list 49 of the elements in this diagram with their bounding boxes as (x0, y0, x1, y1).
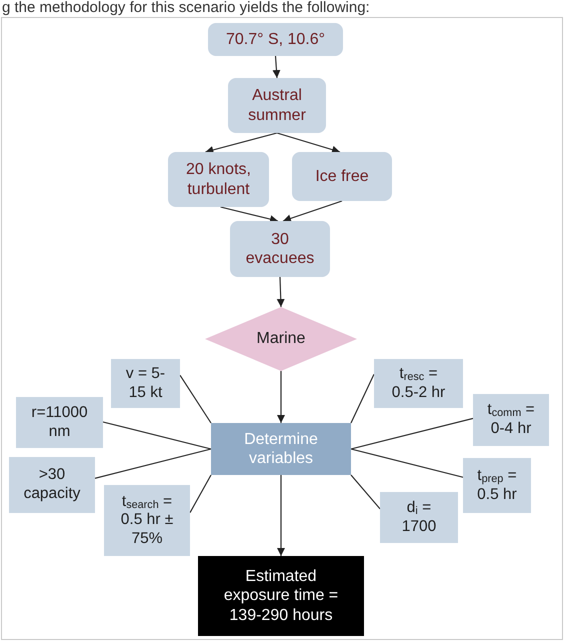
result-box (198, 556, 364, 636)
node-label: d$_{i}$ = 1700 (401, 498, 437, 536)
process-box (230, 221, 330, 277)
process-box (292, 152, 392, 201)
connector-line (190, 474, 212, 513)
process-box (228, 78, 326, 133)
node-label: Marine (256, 329, 306, 349)
process-box (211, 423, 351, 475)
process-box (168, 152, 269, 207)
node-label: Ice free (314, 166, 370, 186)
arrow (277, 475, 285, 556)
node-label: t$_{search}$ = 0.5 hr ± 75% (120, 492, 174, 548)
arrow (220, 206, 278, 223)
connector-line (102, 421, 212, 450)
node-label: Austral summer (248, 86, 306, 125)
connector-line (180, 374, 212, 424)
connector-line (350, 474, 380, 510)
connector-line (350, 374, 374, 424)
node-label: Estimated exposure time = 139-290 hours (223, 567, 339, 625)
connector-line (350, 448, 464, 478)
node-label: t$_{resc}$ = 0.5-2 hr (391, 364, 446, 402)
node-label: 70.7° S, 10.6° (225, 30, 326, 50)
node-label: r=11000 nm (30, 404, 88, 442)
connector-line (94, 448, 212, 479)
node-label: >30 capacity (23, 466, 81, 504)
arrow (276, 276, 285, 308)
intro-text: g the methodology for this scenario yields the following: (2, 0, 370, 16)
process-box (208, 23, 343, 56)
node-label: 20 knots, turbulent (186, 160, 252, 199)
decision-diamond (205, 307, 357, 371)
node-label: t$_{prep}$ = 0.5 hr (476, 466, 518, 504)
arrow (277, 371, 285, 423)
arrow (276, 132, 340, 154)
variable-box (380, 492, 458, 543)
node-label: Determine variables (244, 430, 318, 468)
node-label: v = 5- 15 kt (125, 364, 166, 402)
variable-box (111, 359, 180, 408)
variable-box (463, 458, 531, 513)
variable-box (9, 457, 95, 513)
connector-line (350, 418, 474, 450)
arrow (205, 132, 278, 154)
variable-box (104, 485, 190, 556)
node-label: 30 evacuees (245, 230, 315, 268)
variable-box (374, 359, 463, 408)
arrow (272, 56, 280, 78)
arrow (282, 200, 342, 222)
node-label: t$_{comm}$ = 0-4 hr (486, 401, 536, 439)
variable-box (473, 394, 549, 446)
variable-box (16, 397, 103, 448)
